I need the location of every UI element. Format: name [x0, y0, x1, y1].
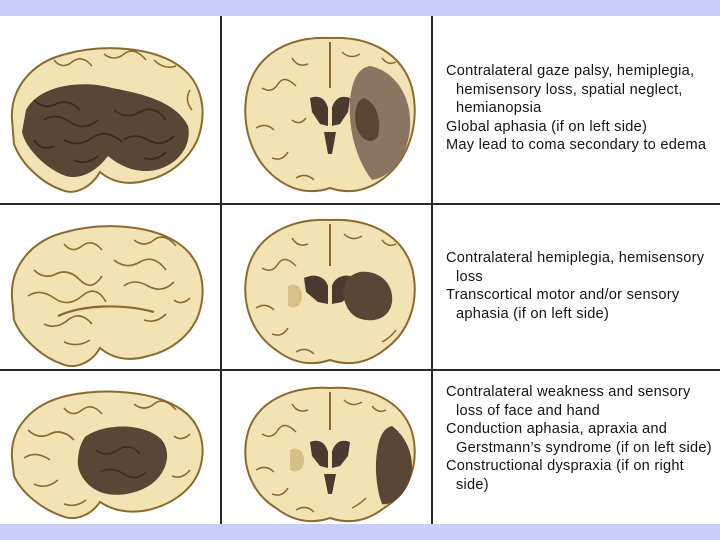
- symptom-line: Contralateral weakness and sensory loss …: [446, 384, 691, 419]
- symptom-line: Transcortical motor and/or sensory aphas…: [446, 287, 680, 322]
- brain-lateral-large-mca-infarct-icon: [4, 40, 216, 198]
- stroke-syndromes-table: Contralateral gaze palsy, hemiplegia, he…: [0, 16, 720, 524]
- row-1-symptoms: Contralateral gaze palsy, hemiplegia, he…: [446, 62, 716, 155]
- symptom-line: May lead to coma secondary to edema: [446, 137, 707, 154]
- brain-coronal-cortical-infarct-icon: [232, 380, 428, 526]
- brain-coronal-large-lateral-infarct-icon: [232, 28, 428, 198]
- symptom-line: Conduction aphasia, apraxia and Gerstman…: [446, 421, 712, 456]
- brain-coronal-deep-infarct-icon: [232, 212, 428, 368]
- row-2-symptoms: Contralateral hemiplegia, hemisensory lo…: [446, 249, 716, 323]
- symptom-line: Contralateral hemiplegia, hemisensory lo…: [446, 250, 705, 285]
- row-divider: [0, 203, 720, 205]
- brain-lateral-parietotemporal-infarct-icon: [4, 386, 216, 522]
- brain-lateral-no-surface-infarct-icon: [4, 220, 216, 370]
- row-3-symptoms: Contralateral weakness and sensory loss …: [446, 383, 716, 495]
- symptom-line: Global aphasia (if on left side): [446, 118, 648, 135]
- row-divider: [0, 369, 720, 371]
- symptom-line: Constructional dyspraxia (if on right si…: [446, 458, 684, 493]
- column-divider: [220, 16, 222, 524]
- column-divider: [431, 16, 433, 524]
- symptom-line: Contralateral gaze palsy, hemiplegia, he…: [446, 63, 695, 117]
